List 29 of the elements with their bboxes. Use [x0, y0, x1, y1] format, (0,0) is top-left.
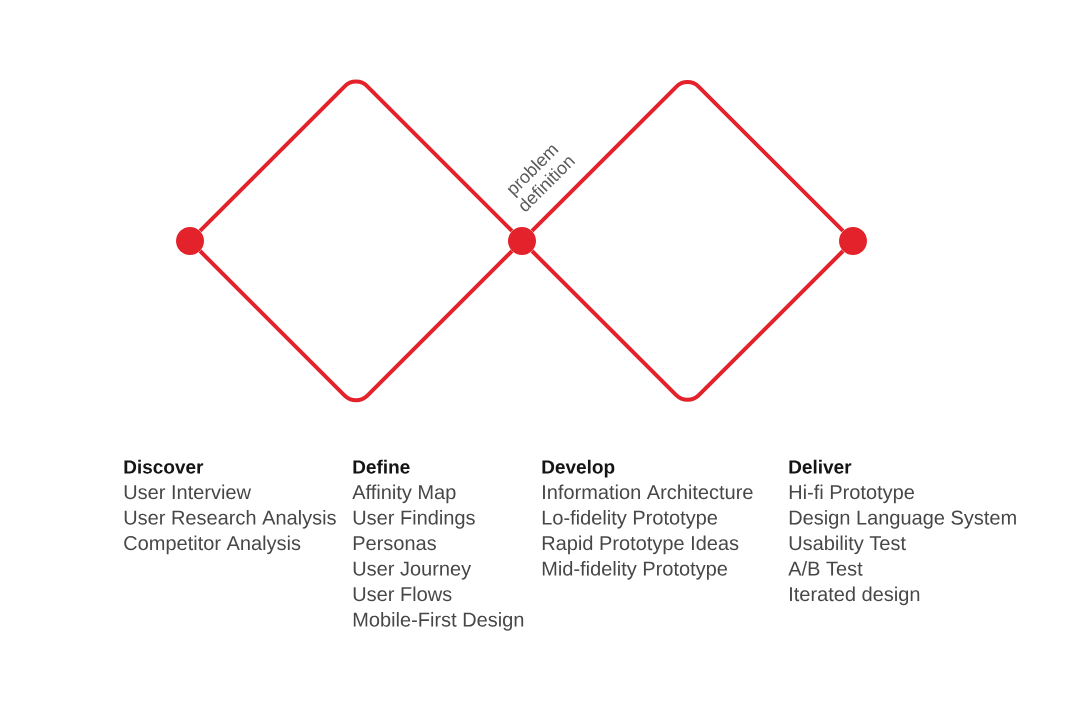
phase-heading: Define — [353, 459, 410, 474]
diamond-line — [530, 249, 845, 402]
list-item: Rapid Prototype Ideas — [542, 535, 739, 555]
list-item: Affinity Map — [352, 484, 456, 504]
list-item: User Findings — [353, 510, 475, 529]
list-item: User Journey — [353, 561, 472, 580]
diamond-line — [198, 79, 514, 233]
list-item: Mobile-First Design — [353, 612, 524, 631]
diamond-line — [198, 249, 514, 403]
phase-heading: Develop — [542, 459, 615, 478]
milestone-dot — [176, 227, 204, 255]
list-item: Mid-fidelity Prototype — [542, 561, 727, 580]
milestone-dot — [839, 227, 867, 255]
list-item: A/B Test — [788, 561, 863, 576]
list-item: User Interview — [124, 484, 252, 500]
list-item: Lo-fidelity Prototype — [542, 510, 718, 529]
list-item: Usability Test — [789, 535, 906, 555]
list-item: Competitor Analysis — [124, 535, 301, 555]
list-item: Hi-fi Prototype — [789, 484, 914, 504]
list-item: User Flows — [353, 586, 452, 602]
list-item: User Research Analysis — [124, 510, 336, 529]
list-item: Information Architecture — [543, 484, 753, 500]
list-item: Design Language System — [789, 510, 1016, 529]
list-item: Personas — [353, 536, 436, 551]
milestone-dot — [508, 227, 536, 255]
diamond-line — [530, 80, 845, 233]
phase-heading: Discover — [124, 459, 204, 474]
list-item: Iterated design — [790, 586, 920, 606]
phase-heading: Deliver — [789, 459, 852, 474]
